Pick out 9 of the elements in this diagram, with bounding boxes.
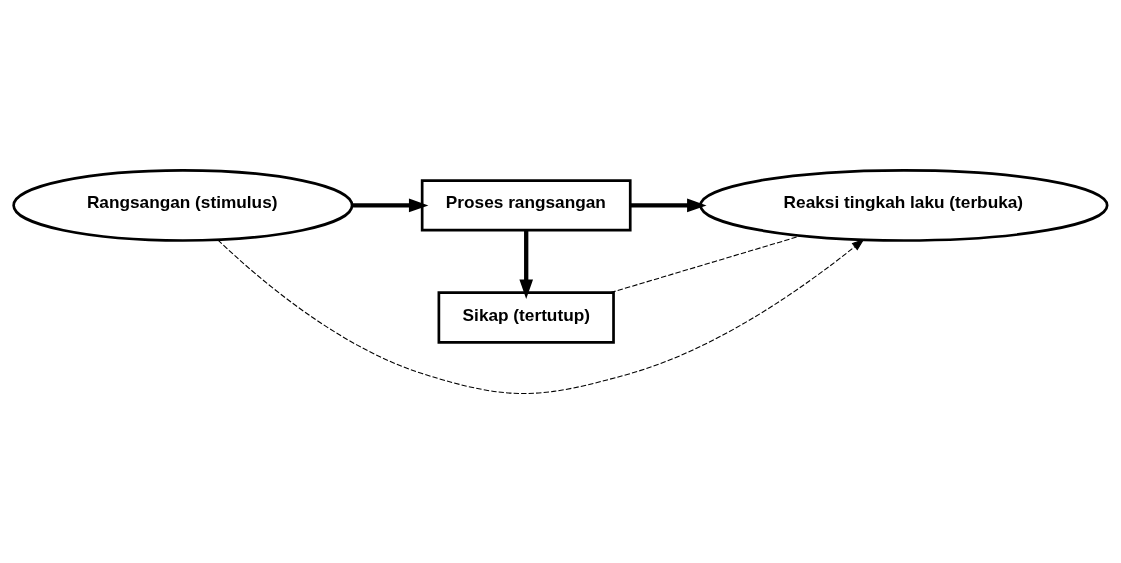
node-ellipse: Reaksi tingkah laku (terbuka) bbox=[699, 168, 1109, 242]
node-box: Proses rangsangan bbox=[420, 178, 632, 232]
arrow bbox=[630, 198, 707, 212]
arrow bbox=[217, 238, 865, 394]
node-box: Sikap (tertutup) bbox=[437, 290, 615, 344]
connector bbox=[610, 234, 802, 293]
node-ellipse: Rangsangan (stimulus) bbox=[12, 168, 354, 242]
arrow bbox=[519, 229, 533, 299]
arrow bbox=[352, 198, 429, 212]
